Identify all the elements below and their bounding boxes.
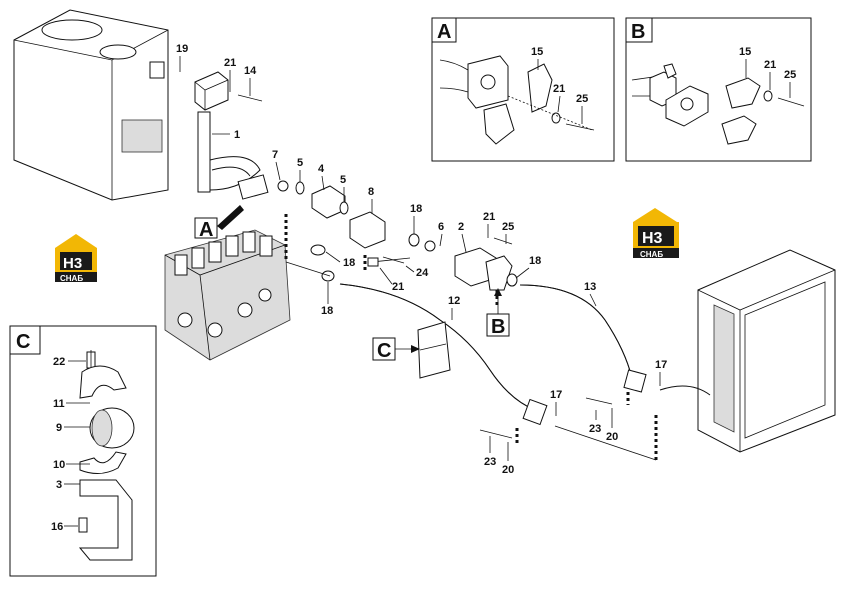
- view-marker-c: C: [372, 337, 420, 362]
- box-c-callout-16: 16: [51, 521, 63, 533]
- svg-text:H3: H3: [642, 230, 663, 247]
- detail-box-c: C 22 11 9 10 3 16: [9, 325, 157, 577]
- hose-13: [519, 284, 647, 393]
- callout-12: 12: [448, 295, 460, 307]
- callout-21c: 21: [392, 281, 404, 293]
- callout-14: 14: [244, 65, 257, 77]
- callout-23a: 23: [589, 423, 601, 435]
- fittings-chain: [237, 174, 386, 282]
- logo-left: H3 СНАБ: [55, 234, 97, 283]
- box-a-callout-21: 21: [553, 83, 565, 95]
- callout-21: 21: [224, 57, 236, 69]
- callout-4: 4: [318, 163, 325, 175]
- callout-21b: 21: [483, 211, 495, 223]
- callout-20b: 20: [502, 464, 514, 476]
- svg-text:A: A: [437, 21, 451, 43]
- svg-text:A: A: [199, 219, 213, 241]
- hydraulic-tank: [13, 9, 169, 201]
- callout-1: 1: [234, 129, 240, 141]
- callout-13: 13: [584, 281, 596, 293]
- callout-6: 6: [438, 221, 444, 233]
- pipe-1: [194, 71, 261, 193]
- svg-text:B: B: [491, 316, 505, 338]
- callout-17a: 17: [655, 359, 667, 371]
- box-c-callout-3: 3: [56, 479, 62, 491]
- view-marker-a: A: [194, 205, 244, 241]
- oil-cooler: [659, 249, 836, 453]
- box-a-callout-15: 15: [531, 46, 543, 58]
- box-c-callout-9: 9: [56, 422, 62, 434]
- callout-18b: 18: [529, 255, 541, 267]
- svg-text:СНАБ: СНАБ: [640, 250, 663, 259]
- callout-7: 7: [272, 149, 278, 161]
- callout-2: 2: [458, 221, 464, 233]
- box-b-callout-15: 15: [739, 46, 751, 58]
- svg-text:СНАБ: СНАБ: [60, 274, 83, 283]
- callout-5b: 5: [340, 174, 346, 186]
- box-c-callout-11: 11: [53, 398, 65, 410]
- callout-17b: 17: [550, 389, 562, 401]
- view-marker-b: B: [486, 288, 510, 338]
- callout-18c: 18: [343, 257, 355, 269]
- callout-8: 8: [368, 186, 374, 198]
- hose-12: [339, 283, 548, 426]
- callout-25: 25: [502, 221, 514, 233]
- logo-right: H3 СНАБ: [633, 208, 679, 259]
- detail-box-b: B 15 21 25: [625, 17, 812, 162]
- box-b-callout-25: 25: [784, 69, 796, 81]
- callout-5: 5: [297, 157, 303, 169]
- bracket-c: [417, 321, 451, 379]
- svg-text:H3: H3: [63, 255, 82, 272]
- detail-box-a: A 15 21 25: [431, 17, 615, 162]
- bolts-main: [237, 94, 613, 439]
- svg-text:B: B: [631, 21, 645, 43]
- svg-text:C: C: [377, 340, 391, 362]
- box-b-callout-21: 21: [764, 59, 776, 71]
- svg-text:C: C: [16, 331, 30, 353]
- callout-20a: 20: [606, 431, 618, 443]
- callout-18d: 18: [321, 305, 333, 317]
- box-c-callout-10: 10: [53, 459, 65, 471]
- callout-18a: 18: [410, 203, 422, 215]
- box-a-callout-25: 25: [576, 93, 588, 105]
- callout-19: 19: [176, 43, 188, 55]
- callouts-main: 19 21 14 1 7 5 4 5 8 18 6 2 21 25 18 24 …: [176, 43, 667, 476]
- fittings-middle: [367, 233, 518, 291]
- control-valve: [164, 229, 291, 361]
- box-c-callout-22: 22: [53, 356, 65, 368]
- callout-23b: 23: [484, 456, 496, 468]
- callout-24: 24: [416, 267, 429, 279]
